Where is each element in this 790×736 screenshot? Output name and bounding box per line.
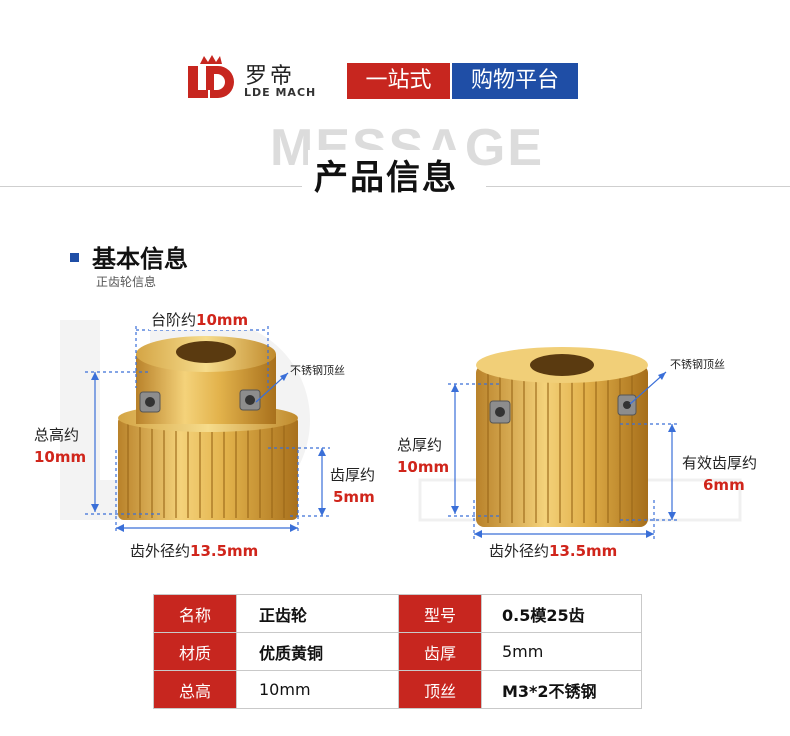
spec-value: 5mm <box>481 632 642 671</box>
left-tooth-thick-label: 齿厚约 <box>330 466 376 484</box>
left-step-label: 台阶约 <box>151 311 197 329</box>
spec-table: 名称 正齿轮 型号 0.5模25齿 材质 优质黄铜 齿厚 5mm 总高 10mm… <box>153 594 642 709</box>
spec-value: 优质黄铜 <box>236 632 399 671</box>
left-outer-dia-dimension: 齿外径约13.5mm <box>130 540 258 561</box>
spec-key: 材质 <box>153 632 237 671</box>
brand-name-en: LDE MACH <box>244 86 317 99</box>
spec-key: 顶丝 <box>398 670 482 709</box>
right-outer-dia-value: 13.5mm <box>549 542 618 560</box>
spec-key: 总高 <box>153 670 237 709</box>
spec-value: 0.5模25齿 <box>481 594 642 633</box>
right-thick-value: 10mm <box>397 458 450 476</box>
left-step-dimension: 台阶约10mm <box>149 309 251 330</box>
table-row: 材质 优质黄铜 齿厚 5mm <box>153 632 642 671</box>
divider-left <box>0 186 302 187</box>
left-outer-dia-value: 13.5mm <box>190 542 259 560</box>
left-step-value: 10mm <box>196 311 249 329</box>
right-outer-dia-label: 齿外径约 <box>489 542 550 560</box>
gear-with-hub-image <box>118 336 298 520</box>
left-outer-dia-label: 齿外径约 <box>130 542 191 560</box>
left-height-label: 总高约 <box>34 426 80 444</box>
right-eff-label: 有效齿厚约 <box>682 454 758 472</box>
spec-key: 齿厚 <box>398 632 482 671</box>
left-height-value: 10mm <box>34 448 87 466</box>
left-screw-label: 不锈钢顶丝 <box>290 364 345 377</box>
spec-key: 型号 <box>398 594 482 633</box>
left-tooth-thick-value: 5mm <box>333 488 375 506</box>
section-title: 产品信息 <box>308 150 464 199</box>
square-bullet-icon <box>70 253 79 262</box>
flat-gear-image <box>476 347 648 527</box>
spec-value: 正齿轮 <box>236 594 399 633</box>
basic-info-title: 基本信息 <box>92 245 188 273</box>
brand-logo-icon <box>188 55 234 98</box>
table-row: 总高 10mm 顶丝 M3*2不锈钢 <box>153 670 642 709</box>
right-screw-label: 不锈钢顶丝 <box>670 358 725 371</box>
spec-value: M3*2不锈钢 <box>481 670 642 709</box>
table-row: 名称 正齿轮 型号 0.5模25齿 <box>153 594 642 633</box>
slogan-one-stop: 一站式 <box>347 63 450 99</box>
right-eff-value: 6mm <box>703 476 745 494</box>
slogan-shopping-platform: 购物平台 <box>452 63 578 99</box>
basic-info-subtitle: 正齿轮信息 <box>96 275 157 289</box>
spec-value: 10mm <box>236 670 399 709</box>
spec-key: 名称 <box>153 594 237 633</box>
right-outer-dia-dimension: 齿外径约13.5mm <box>489 540 617 561</box>
divider-right <box>486 186 790 187</box>
brand-name-cn: 罗帝 <box>245 64 296 89</box>
right-thick-label: 总厚约 <box>397 436 443 454</box>
